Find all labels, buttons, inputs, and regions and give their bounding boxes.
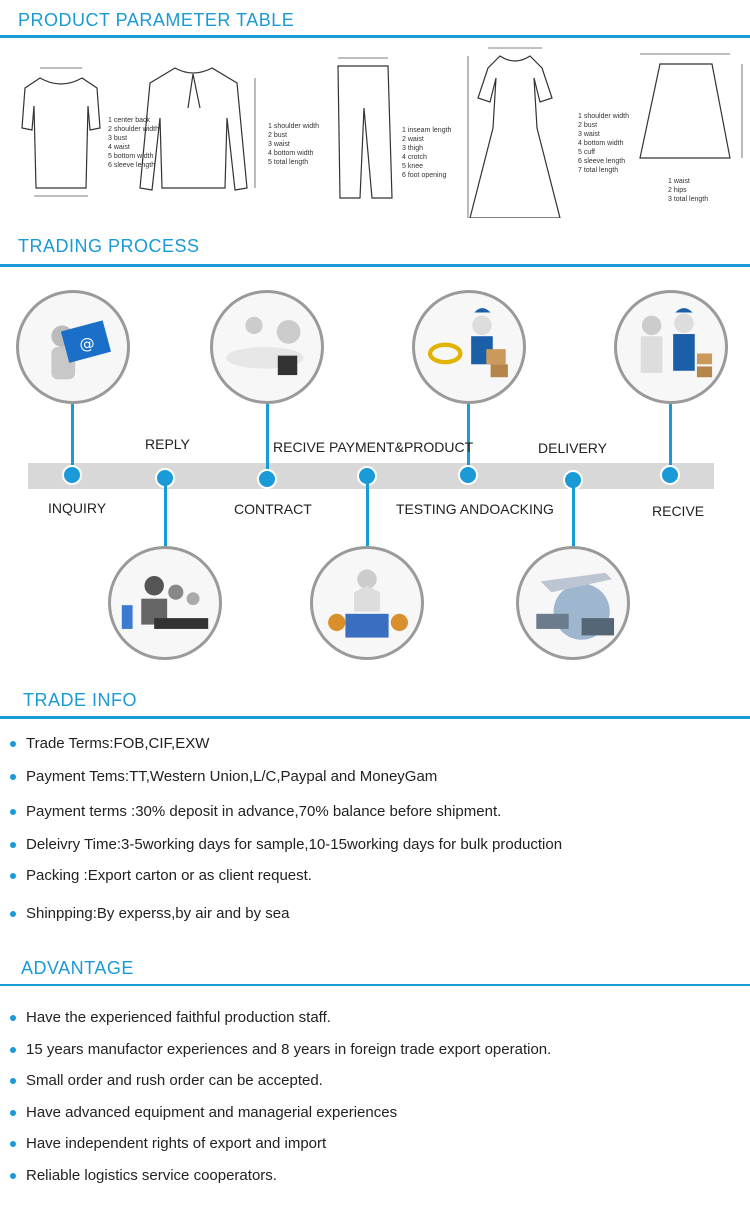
list-item: Have independent rights of export and im… <box>10 1135 326 1152</box>
list-item: Shinpping:By experss,by air and by sea <box>10 905 290 922</box>
advantage-section-title: ADVANTAGE <box>21 958 134 978</box>
bullet-icon <box>10 911 16 918</box>
support-icon <box>121 576 209 629</box>
list-item: Deleivry Time:3-5working days for sample… <box>10 836 562 853</box>
svg-text:1 waist: 1 waist <box>668 178 690 185</box>
bullet-icon <box>10 842 16 849</box>
svg-text:7 total length: 7 total length <box>578 167 618 174</box>
trade-rule <box>0 716 750 719</box>
bullet-icon <box>10 1047 16 1054</box>
stem-delivery <box>572 486 575 548</box>
param-section-title: PRODUCT PARAMETER TABLE <box>18 10 295 30</box>
svg-text:2 bust: 2 bust <box>578 122 597 129</box>
process-image-testing <box>412 290 526 404</box>
bullet-icon <box>10 774 16 781</box>
process-rule <box>0 264 750 267</box>
process-image-recive <box>614 290 728 404</box>
svg-text:4 crotch: 4 crotch <box>402 154 427 161</box>
list-item: 15 years manufactor experiences and 8 ye… <box>10 1041 551 1058</box>
svg-text:5 bottom width: 5 bottom width <box>108 153 154 160</box>
svg-text:2 shoulder width: 2 shoulder width <box>108 126 159 133</box>
svg-text:5 knee: 5 knee <box>402 163 423 170</box>
svg-text:3 total length: 3 total length <box>668 196 708 203</box>
svg-text:3 waist: 3 waist <box>578 131 600 138</box>
email-icon: @ <box>51 320 112 380</box>
list-item: Payment terms :30% deposit in advance,70… <box>10 803 501 820</box>
svg-text:5 cuff: 5 cuff <box>578 149 595 156</box>
step-label-delivery: DELIVERY <box>538 440 607 456</box>
bullet-icon <box>10 873 16 880</box>
step-label-recive: RECIVE <box>652 503 705 519</box>
handover-icon <box>640 308 713 378</box>
meeting-icon <box>225 316 304 376</box>
step-label-contract: CONTRACT <box>234 501 312 517</box>
svg-text:1 inseam length: 1 inseam length <box>402 127 452 134</box>
step-label-inquiry: INQUIRY <box>48 500 107 516</box>
process-section-title: TRADING PROCESS <box>18 236 200 256</box>
process-image-contract <box>210 290 324 404</box>
svg-text:5 total length: 5 total length <box>268 159 308 166</box>
trade-section-title: TRADE INFO <box>23 690 138 710</box>
dot-testing <box>458 465 478 485</box>
stem-testing <box>467 404 470 474</box>
svg-text:2 hips: 2 hips <box>668 187 687 194</box>
list-item: Have the experienced faithful production… <box>10 1009 331 1026</box>
svg-text:4 bottom width: 4 bottom width <box>578 140 624 147</box>
step-label-reply: REPLY <box>145 436 190 452</box>
bullet-icon <box>10 1141 16 1148</box>
bullet-icon <box>10 1015 16 1022</box>
process-image-payment <box>310 546 424 660</box>
list-item: Payment Tems:TT,Western Union,L/C,Paypal… <box>10 768 437 785</box>
svg-text:1 shoulder width: 1 shoulder width <box>578 113 629 120</box>
stem-contract <box>266 404 269 474</box>
svg-text:1 center back: 1 center back <box>108 117 151 124</box>
dot-inquiry <box>62 465 82 485</box>
list-item: Packing :Export carton or as client requ… <box>10 867 312 884</box>
dot-contract <box>257 469 277 489</box>
process-image-delivery <box>516 546 630 660</box>
svg-text:6 foot opening: 6 foot opening <box>402 172 446 179</box>
svg-text:2 waist: 2 waist <box>402 136 424 143</box>
stem-inquiry <box>71 404 74 474</box>
process-image-inquiry: @ <box>16 290 130 404</box>
svg-text:6 sleeve length: 6 sleeve length <box>578 158 625 165</box>
advantage-rule <box>0 984 750 986</box>
svg-text:2 bust: 2 bust <box>268 132 287 139</box>
list-item: Reliable logistics service cooperators. <box>10 1167 277 1184</box>
list-item: Small order and rush order can be accept… <box>10 1072 323 1089</box>
testing-icon <box>427 308 508 378</box>
garment-diagram-svg: 1 center back 2 shoulder width 3 bust 4 … <box>21 47 743 219</box>
svg-text:6 sleeve length: 6 sleeve length <box>108 162 155 169</box>
garment-diagrams: 1 center back 2 shoulder width 3 bust 4 … <box>0 38 750 219</box>
logistics-icon <box>536 572 615 640</box>
svg-text:3 bust: 3 bust <box>108 135 127 142</box>
step-label-payment: RECIVE PAYMENT&PRODUCT <box>273 439 474 455</box>
svg-text:4 bottom width: 4 bottom width <box>268 150 314 157</box>
svg-text:1 shoulder width: 1 shoulder width <box>268 123 319 130</box>
step-label-testing: TESTING ANDOACKING <box>396 501 554 517</box>
payment-icon <box>328 569 409 638</box>
list-item: Have advanced equipment and managerial e… <box>10 1104 397 1121</box>
bullet-icon <box>10 1173 16 1180</box>
svg-text:@: @ <box>79 335 94 353</box>
bullet-icon <box>10 741 16 748</box>
svg-text:3 thigh: 3 thigh <box>402 145 423 152</box>
svg-text:4 waist: 4 waist <box>108 144 130 151</box>
bullet-icon <box>10 1110 16 1117</box>
bullet-icon <box>10 809 16 816</box>
list-item: Trade Terms:FOB,CIF,EXW <box>10 735 209 752</box>
process-image-reply <box>108 546 222 660</box>
dot-recive <box>660 465 680 485</box>
stem-payment <box>366 482 369 548</box>
stem-reply <box>164 484 167 548</box>
bullet-icon <box>10 1078 16 1085</box>
param-rule <box>0 35 750 38</box>
stem-recive <box>669 404 672 474</box>
trading-process: @ <box>0 268 750 688</box>
svg-text:3 waist: 3 waist <box>268 141 290 148</box>
